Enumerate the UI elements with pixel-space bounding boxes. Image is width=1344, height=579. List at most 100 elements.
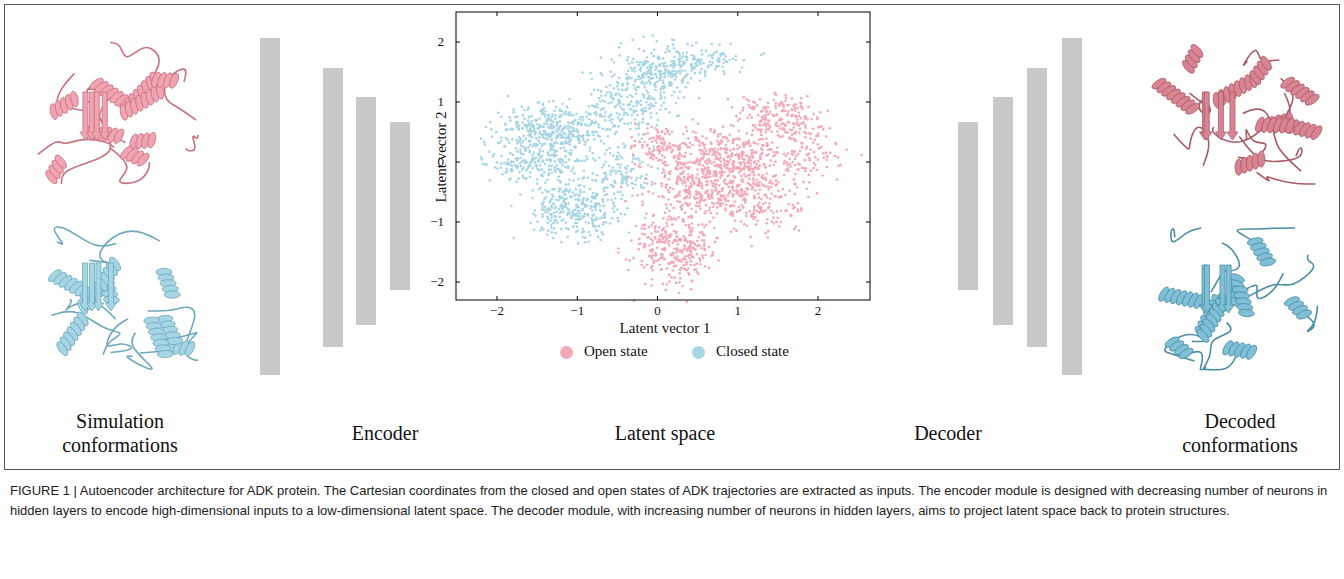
scatter-point: [618, 113, 621, 116]
scatter-point: [703, 147, 706, 150]
scatter-point: [661, 241, 664, 244]
scatter-point: [716, 139, 719, 142]
scatter-point: [622, 103, 625, 106]
scatter-point: [686, 247, 689, 250]
scatter-point: [600, 56, 603, 59]
scatter-point: [638, 127, 641, 130]
scatter-point: [717, 65, 720, 68]
scatter-point: [593, 88, 596, 91]
scatter-point: [519, 162, 522, 165]
scatter-point: [533, 128, 536, 131]
scatter-point: [717, 57, 720, 60]
scatter-point: [697, 244, 700, 247]
scatter-point: [525, 127, 528, 130]
scatter-point: [647, 60, 650, 63]
scatter-point: [760, 53, 763, 56]
scatter-point: [630, 114, 633, 117]
scatter-point: [610, 170, 613, 173]
scatter-point: [667, 215, 670, 218]
scatter-point: [558, 168, 561, 171]
scatter-point: [626, 78, 629, 81]
scatter-point: [594, 219, 597, 222]
scatter-point: [621, 89, 624, 92]
scatter-point: [573, 172, 576, 175]
scatter-point: [623, 114, 626, 117]
scatter-point: [609, 91, 612, 94]
scatter-point: [575, 193, 578, 196]
scatter-point: [661, 229, 664, 232]
scatter-point: [679, 269, 682, 272]
scatter-point: [684, 61, 687, 64]
scatter-point: [481, 158, 484, 161]
scatter-point: [614, 197, 617, 200]
scatter-point: [549, 143, 552, 146]
scatter-point: [691, 54, 694, 57]
scatter-point: [559, 120, 562, 123]
scatter-point: [485, 126, 488, 129]
scatter-point: [480, 137, 483, 140]
scatter-point: [500, 115, 503, 118]
scatter-point: [684, 211, 687, 214]
scatter-point: [703, 245, 706, 248]
scatter-point: [547, 211, 550, 214]
scatter-point: [690, 153, 693, 156]
scatter-point: [717, 259, 720, 262]
scatter-point: [625, 73, 628, 76]
scatter-point: [675, 282, 678, 285]
scatter-point: [686, 73, 689, 76]
scatter-point: [637, 75, 640, 78]
scatter-point: [598, 156, 601, 159]
scatter-point: [533, 209, 536, 212]
scatter-point: [654, 237, 657, 240]
scatter-point: [568, 158, 571, 161]
scatter-point: [738, 162, 741, 165]
scatter-point: [625, 200, 628, 203]
scatter-point: [634, 183, 637, 186]
scatter-point: [751, 134, 754, 137]
scatter-point: [552, 237, 555, 240]
scatter-point: [663, 258, 666, 261]
scatter-point: [539, 124, 542, 127]
scatter-point: [759, 158, 762, 161]
scatter-point: [631, 95, 634, 98]
scatter-point: [685, 261, 688, 264]
scatter-point: [669, 73, 672, 76]
scatter-point: [616, 155, 619, 158]
scatter-point: [632, 187, 635, 190]
scatter-point: [585, 221, 588, 224]
scatter-point: [572, 210, 575, 213]
scatter-point: [638, 243, 641, 246]
scatter-point: [610, 94, 613, 97]
scatter-point: [698, 236, 701, 239]
scatter-point: [539, 157, 542, 160]
scatter-point: [505, 129, 508, 132]
scatter-point: [535, 165, 538, 168]
scatter-point: [589, 149, 592, 152]
scatter-point: [516, 150, 519, 153]
scatter-point: [570, 217, 573, 220]
scatter-point: [598, 126, 601, 129]
scatter-point: [581, 119, 584, 122]
scatter-point: [495, 131, 498, 134]
scatter-point: [607, 116, 610, 119]
scatter-point: [589, 234, 592, 237]
scatter-point: [755, 163, 758, 166]
scatter-point: [617, 158, 620, 161]
scatter-point: [536, 182, 539, 185]
scatter-point: [576, 123, 579, 126]
scatter-point: [739, 71, 742, 74]
scatter-point: [698, 178, 701, 181]
scatter-point: [686, 240, 689, 243]
scatter-point: [663, 227, 666, 230]
scatter-point: [578, 210, 581, 213]
scatter-point: [544, 211, 547, 214]
scatter-point: [584, 236, 587, 239]
scatter-point: [641, 110, 644, 113]
scatter-point: [511, 170, 514, 173]
scatter-point: [484, 143, 487, 146]
scatter-point: [648, 95, 651, 98]
scatter-point: [618, 46, 621, 49]
scatter-point: [580, 135, 583, 138]
scatter-point: [550, 223, 553, 226]
scatter-point: [552, 100, 555, 103]
